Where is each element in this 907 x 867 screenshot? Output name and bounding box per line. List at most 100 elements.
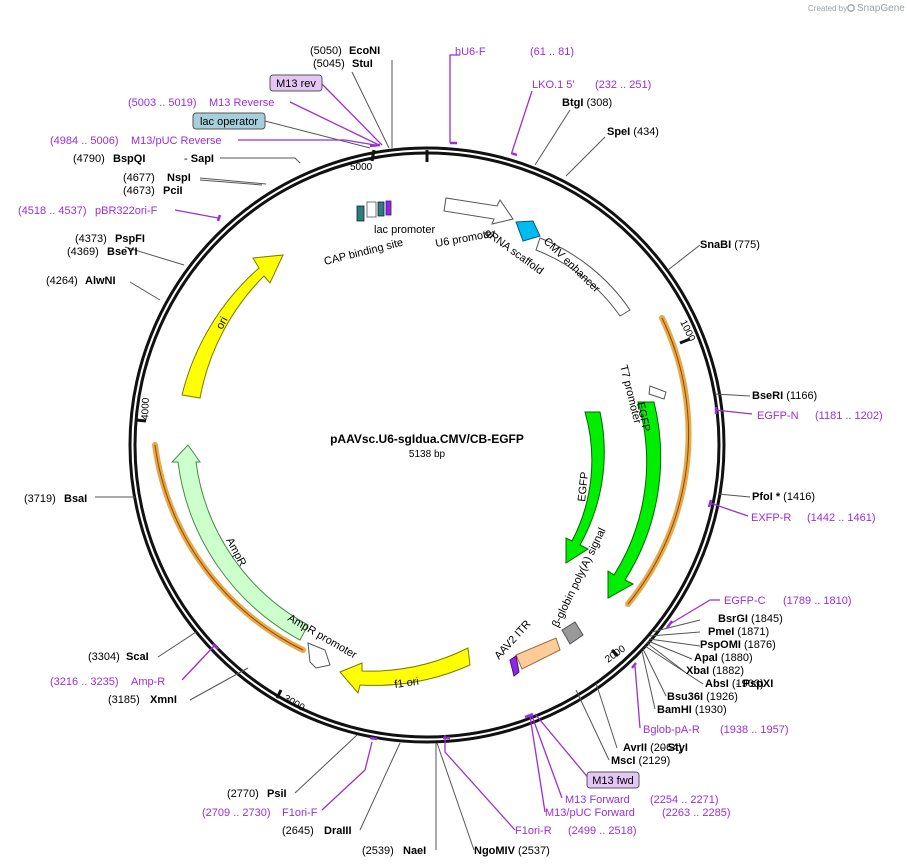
cap-binding-site-label: CAP binding site — [323, 237, 405, 268]
leader-nspi — [199, 177, 267, 185]
site-naei: (2539) NaeI — [362, 845, 426, 857]
lac-promoter-box — [366, 201, 377, 218]
leader-scai — [157, 631, 197, 658]
primer-f1ori-r: F1ori-R(2499 .. 2518) — [515, 825, 637, 837]
site-pspomi: PspOMI (1876) — [700, 639, 776, 651]
primer-range: (1442 .. 1461) — [807, 512, 876, 524]
primer-m13-puc-forward: M13/pUC Forward (2263 .. 2285) — [545, 807, 731, 819]
site-pspfi: (4373) PspFI — [75, 233, 145, 245]
leader-bsu36i — [642, 648, 667, 697]
primer-range: (1938 .. 1957) — [720, 724, 789, 736]
backbone-outer-strand — [128, 146, 726, 744]
lac-promoter-label: lac promoter — [374, 224, 435, 236]
leader-xbai — [646, 642, 686, 673]
primer-name: Bglob-pA-R — [643, 724, 700, 736]
f1-ori-arrow — [339, 647, 471, 695]
primer-line-m13puc-forward — [529, 715, 546, 813]
m13-fwd-box-label-bg — [586, 771, 640, 789]
site-bseyi: (4369) BseYI — [67, 246, 138, 258]
site-alwni: (4264) AlwNI — [46, 275, 116, 287]
primer-range: (61 .. 81) — [530, 46, 574, 58]
primer-line-m13-rev-box — [321, 83, 383, 146]
site-psii: (2770) PsiI — [227, 788, 287, 800]
lac-operator-box-label-bg — [192, 112, 266, 130]
t7-promoter-arrow — [648, 385, 667, 400]
primer-line-egfp-c — [669, 599, 720, 625]
primer-line-exfp-r — [709, 502, 749, 517]
ampr-arrow — [170, 444, 309, 641]
leader-pfoi — [717, 493, 751, 498]
site-msci: MscI (2129) — [611, 755, 670, 767]
leader-absi — [644, 645, 704, 685]
primer-egfp-n: EGFP-N(1181 .. 1202) — [757, 410, 883, 422]
primer-name: pBR322ori-F — [95, 205, 158, 217]
cap-binding-site-box — [356, 205, 365, 222]
site-styi: - StyI — [661, 742, 688, 754]
leader-bseyi — [124, 246, 185, 266]
primer-line-hu6 — [449, 54, 460, 143]
primer-range: (1181 .. 1202) — [815, 410, 883, 422]
site-pspxi: - PspXI — [736, 678, 773, 690]
primer-m13-reverse: M13 Reverse(5003 .. 5019) — [128, 97, 274, 109]
bglobin-polyA-box — [561, 621, 584, 645]
site-avrii: AvrII (2064) — [623, 742, 682, 754]
egfp-label-a: EGFP — [576, 471, 591, 502]
ori-label: ori — [214, 315, 230, 331]
primer-line-m13puc-reverse — [238, 139, 376, 146]
ampr-promoter-arrow — [307, 642, 331, 669]
site-absi: AbsI (1903) — [705, 678, 764, 690]
leader-apai — [647, 640, 693, 660]
leader-bspqi — [220, 157, 301, 164]
cmv-enhancer-label: CMV enhancer — [541, 236, 602, 296]
u6-promoter-arrow — [443, 197, 514, 225]
tick-5000: 5000 — [350, 162, 373, 173]
primer-exfp-r: EXFP-R(1442 .. 1461) — [751, 512, 876, 524]
brand-snapgene: SnapGene — [857, 3, 905, 14]
site-apai: ApaI (1880) — [694, 652, 753, 664]
leader-btgi — [534, 109, 571, 166]
leader-spei — [565, 136, 606, 177]
leader-msci — [575, 689, 610, 761]
leader-ngomiv — [436, 742, 475, 851]
leader-alwni — [129, 281, 161, 301]
site-sapi: - SapI — [184, 153, 214, 165]
primer-name: M13 Reverse — [209, 97, 274, 109]
primer-line-egfp-n — [714, 409, 753, 415]
primer-labels: hU6-F(61 .. 81)LKO.1 5'(232 .. 251)EGFP-… — [18, 46, 883, 837]
primer-line-f1ori-f — [321, 741, 373, 811]
site-bsu36i: Bsu36I (1926) — [667, 691, 738, 703]
primer-name: M13/pUC Forward — [545, 807, 635, 819]
primer-range: (3216 .. 3235) — [50, 676, 119, 688]
brand-created-by: Created by — [808, 4, 847, 13]
leader-xmni — [189, 667, 249, 701]
primer-range: (4984 .. 5006) — [50, 135, 119, 147]
ori-arrow — [181, 254, 284, 399]
primer-line-bglob — [634, 665, 641, 729]
tick-marks — [135, 149, 691, 699]
primer-line-lko — [511, 90, 533, 153]
lac-operator-box-label: lac operator — [200, 116, 258, 128]
primer-range: (4518 .. 4537) — [18, 205, 87, 217]
primer-range: (2263 .. 2285) — [662, 807, 731, 819]
cmv-enhancer-box — [535, 237, 631, 317]
primer-name: F1ori-F — [282, 807, 318, 819]
primer-hu6-f: hU6-F(61 .. 81) — [455, 46, 574, 58]
primer-line-m13-forward — [531, 715, 563, 799]
tick-4000: 4000 — [140, 397, 152, 420]
leader-avrii — [595, 682, 618, 749]
primer-line-m13-reverse — [289, 101, 380, 146]
f1-ori-label: f1 ori — [394, 676, 420, 691]
primer-line-m13-fwd-box — [534, 713, 591, 781]
primer-marks — [212, 141, 718, 741]
primer-bglob-pa-r: Bglob-pA-R (1938 .. 1957) — [643, 724, 789, 736]
primer-name: M13/pUC Reverse — [131, 135, 221, 147]
egfp-arrow-b — [607, 401, 662, 599]
leader-pcii — [199, 179, 263, 186]
site-bsrgi: BsrGI (1845) — [718, 613, 783, 625]
primer-range: (1789 .. 1810) — [783, 595, 852, 607]
egfp-arrow-a — [565, 411, 605, 564]
plasmid-length: 5138 bp — [409, 449, 446, 460]
